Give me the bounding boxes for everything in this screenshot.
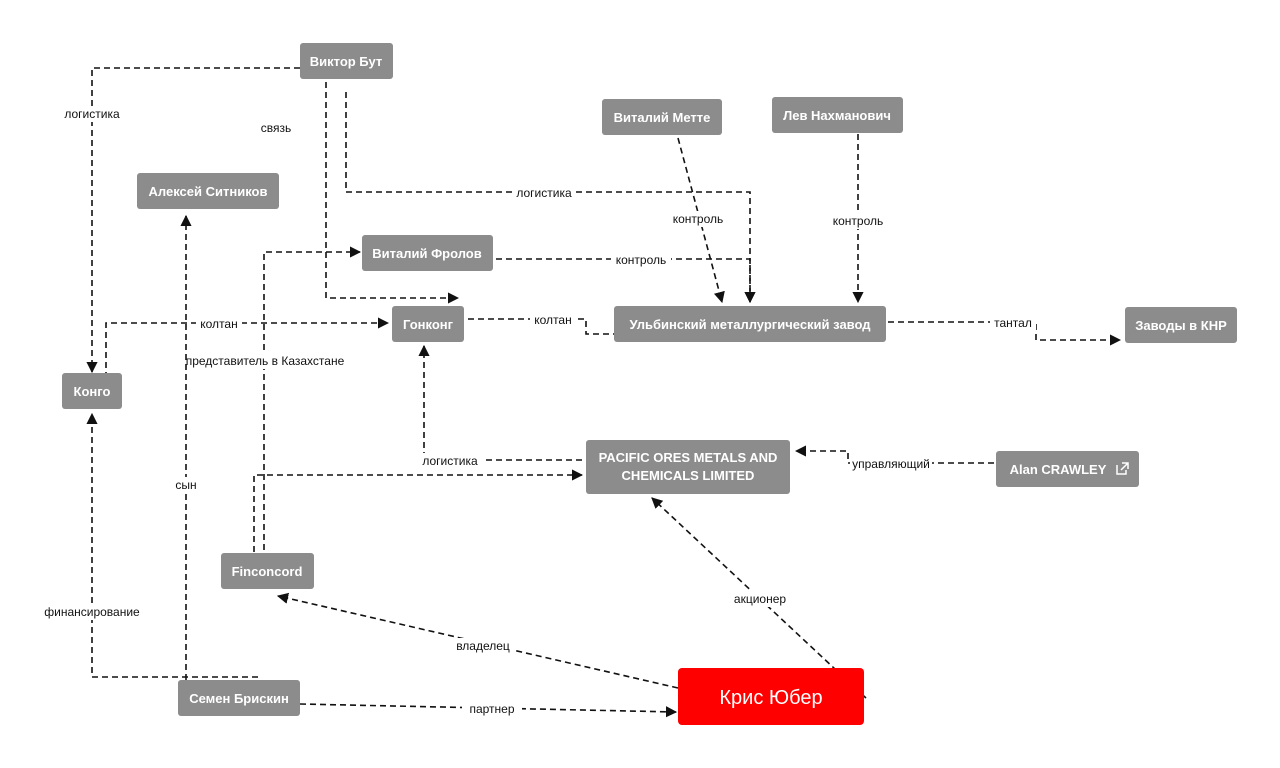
edge-label: тантал [994, 316, 1032, 330]
edge-control-frolov: контроль [496, 252, 756, 304]
node-label: Виталий Фролов [372, 246, 482, 261]
edge-label: логистика [422, 454, 478, 468]
edge-label: контроль [833, 214, 884, 228]
node-label: Ульбинский металлургический завод [629, 317, 871, 332]
edge-logistics-but-congo: логистика [60, 67, 300, 374]
edge-label: акционер [734, 592, 786, 606]
node-congo[interactable]: Конго [62, 373, 122, 409]
edge-label: колтан [534, 313, 571, 327]
edge-label: контроль [616, 253, 667, 267]
edge-logistics-but-ulba: логистика [345, 92, 756, 304]
node-vitaly-mette[interactable]: Виталий Метте [602, 99, 722, 135]
node-label: Виктор Бут [310, 54, 383, 69]
edge-label: владелец [456, 639, 510, 653]
node-finconcord[interactable]: Finconcord [221, 553, 314, 589]
edge-logistics-pacific-hk: логистика [418, 344, 582, 469]
node-aleksey-sitnikov[interactable]: Алексей Ситников [137, 173, 279, 209]
node-label: Крис Юбер [719, 687, 822, 709]
edge-label: представитель в Казахстане [186, 354, 345, 368]
edge-coltan-hk-ulba: колтан [468, 312, 630, 340]
edge-label: партнер [469, 702, 514, 716]
node-kris-uber[interactable]: Крис Юбер [678, 668, 864, 725]
node-ulba-plant[interactable]: Ульбинский металлургический завод [614, 306, 886, 342]
edge-tantalum: тантал [888, 315, 1122, 346]
edge-owner: владелец [276, 592, 679, 689]
node-pacific-ores[interactable]: PACIFIC ORES METALS AND CHEMICALS LIMITE… [586, 440, 790, 494]
node-alan-crawley[interactable]: Alan CRAWLEY [996, 451, 1139, 487]
edge-link-but: связь [261, 82, 460, 304]
node-semen-briskin[interactable]: Семен Брискин [178, 680, 300, 716]
edge-label: финансирование [44, 605, 140, 619]
node-label: Алексей Ситников [149, 184, 268, 199]
edge-control-nakhmanovich: контроль [828, 134, 888, 304]
node-label: Alan CRAWLEY [1010, 462, 1107, 477]
node-label: Заводы в КНР [1135, 318, 1227, 333]
edge-coltan-congo-hk: колтан [105, 316, 390, 378]
node-hongkong[interactable]: Гонконг [392, 306, 464, 342]
edge-control-mette: контроль [668, 137, 728, 304]
node-label: Виталий Метте [614, 110, 711, 125]
edge-label: контроль [673, 212, 724, 226]
edge-label: управляющий [852, 457, 930, 471]
node-lev-nakhmanovich[interactable]: Лев Нахманович [772, 97, 903, 133]
node-label: Гонконг [403, 317, 454, 332]
node-viktor-but[interactable]: Виктор Бут [300, 43, 393, 79]
edge-representative-kz: представитель в Казахстане [184, 246, 362, 560]
edge-shareholder: акционер [651, 497, 867, 699]
edge-label: логистика [516, 186, 572, 200]
edge-label: сын [175, 478, 196, 492]
node-label: Семен Брискин [189, 691, 289, 706]
edge-label: связь [261, 121, 292, 135]
node-china-plants[interactable]: Заводы в КНР [1125, 307, 1237, 343]
node-label-line1: PACIFIC ORES METALS AND [599, 450, 778, 465]
edge-financing: финансирование [40, 412, 258, 678]
node-label: Лев Нахманович [783, 108, 891, 123]
node-vitaly-frolov[interactable]: Виталий Фролов [362, 235, 493, 271]
edge-partner: партнер [299, 701, 678, 718]
node-label-line2: CHEMICALS LIMITED [622, 468, 755, 483]
edge-label: колтан [200, 317, 237, 331]
node-label: Конго [74, 384, 111, 399]
external-link-icon[interactable] [1116, 462, 1129, 475]
edge-finconcord-pacific [253, 469, 584, 552]
edge-son: сын [170, 214, 202, 680]
edge-label: логистика [64, 107, 120, 121]
node-label: Finconcord [232, 564, 303, 579]
edge-manager: управляющий [794, 445, 994, 472]
